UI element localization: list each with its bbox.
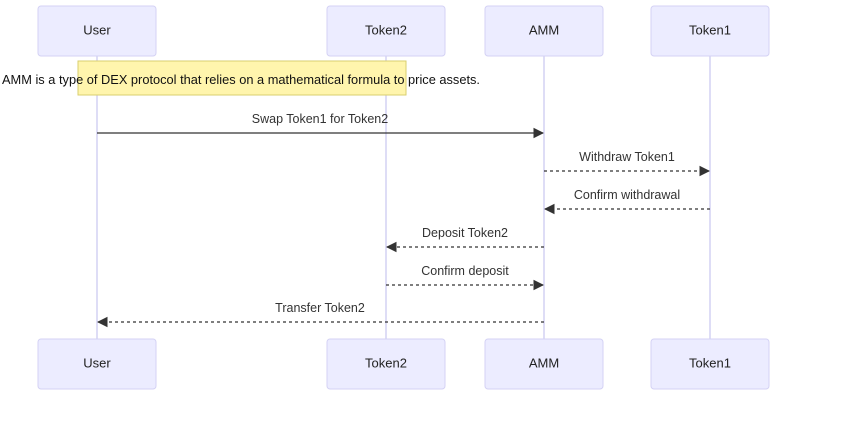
actor-user-bottom[interactable]: User <box>37 338 157 390</box>
message-deposit: Deposit Token2 <box>385 226 544 253</box>
note: AMM is a type of DEX protocol that relie… <box>2 60 480 96</box>
note-text: AMM is a type of DEX protocol that relie… <box>2 73 480 87</box>
lifelines <box>96 56 711 339</box>
message-label: Confirm deposit <box>421 264 509 278</box>
actor-token2-bottom[interactable]: Token2 <box>326 338 446 390</box>
actor-label: Token1 <box>689 355 731 370</box>
actor-amm-bottom[interactable]: AMM <box>484 338 604 390</box>
actor-token2-top[interactable]: Token2 <box>326 5 446 57</box>
actor-label: User <box>83 22 111 37</box>
message-transfer: Transfer Token2 <box>96 301 544 328</box>
message-swap: Swap Token1 for Token2 <box>97 112 545 139</box>
note-box <box>77 60 407 96</box>
message-label: Swap Token1 for Token2 <box>252 112 388 126</box>
actor-label: Token1 <box>689 22 731 37</box>
message-confirm-withdrawal: Confirm withdrawal <box>543 188 710 215</box>
message-confirm-deposit: Confirm deposit <box>386 264 545 291</box>
actor-token1-top[interactable]: Token1 <box>650 5 770 57</box>
actors-top: User Token2 AMM Token1 <box>37 5 770 57</box>
actor-token1-bottom[interactable]: Token1 <box>650 338 770 390</box>
actor-label: Token2 <box>365 22 407 37</box>
message-label: Transfer Token2 <box>275 301 365 315</box>
actor-user-top[interactable]: User <box>37 5 157 57</box>
actor-amm-top[interactable]: AMM <box>484 5 604 57</box>
message-label: Withdraw Token1 <box>579 150 675 164</box>
actors-bottom: User Token2 AMM Token1 <box>37 338 770 390</box>
actor-label: User <box>83 355 111 370</box>
messages: Swap Token1 for Token2 Withdraw Token1 C… <box>96 112 711 328</box>
actor-label: AMM <box>529 355 559 370</box>
actor-label: AMM <box>529 22 559 37</box>
message-withdraw: Withdraw Token1 <box>544 150 711 177</box>
message-label: Deposit Token2 <box>422 226 508 240</box>
actor-label: Token2 <box>365 355 407 370</box>
message-label: Confirm withdrawal <box>574 188 680 202</box>
